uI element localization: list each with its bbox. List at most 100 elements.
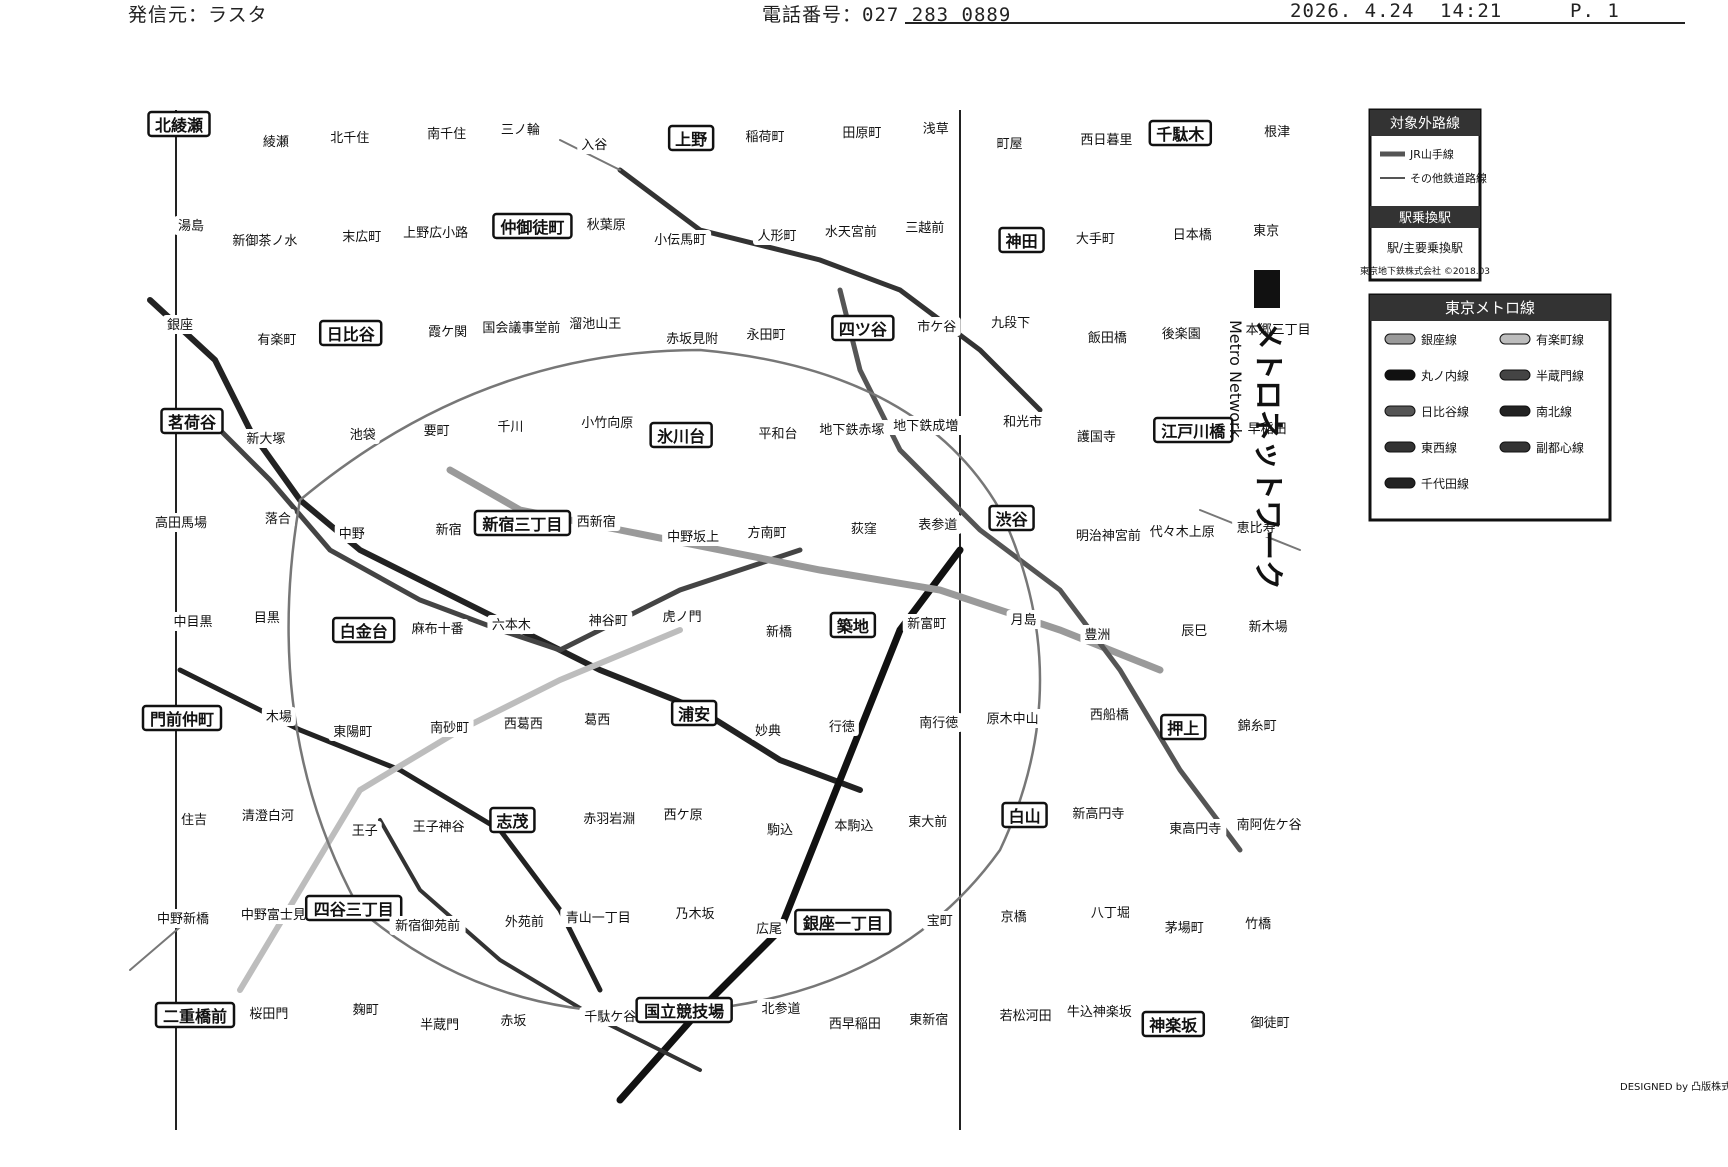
svg-text:和光市: 和光市: [1003, 414, 1042, 430]
station-label: 神田: [998, 226, 1045, 254]
station-label: 明治神宮前: [1070, 526, 1147, 545]
svg-text:目黒: 目黒: [254, 611, 280, 626]
station-label: 方南町: [743, 523, 791, 542]
station-label: 築地: [829, 611, 877, 639]
svg-text:人形町: 人形町: [757, 229, 796, 244]
station-label: 若松河田: [994, 1006, 1057, 1025]
svg-text:青山一丁目: 青山一丁目: [566, 911, 631, 926]
svg-text:新宿三丁目: 新宿三丁目: [482, 515, 562, 534]
station-label: 国会議事堂前: [476, 318, 567, 337]
station-label: 中野: [334, 524, 369, 543]
station-label: 月島: [1006, 610, 1041, 629]
station-label: 押上: [1160, 713, 1207, 741]
svg-text:丸ノ内線: 丸ノ内線: [1421, 368, 1469, 383]
svg-text:桜田門: 桜田門: [249, 1007, 288, 1022]
station-label: 小竹向原: [576, 413, 639, 432]
svg-text:銀座線: 銀座線: [1421, 332, 1457, 347]
station-label: 大手町: [1071, 229, 1120, 248]
svg-text:西早稲田: 西早稲田: [829, 1017, 881, 1032]
svg-text:東高円寺: 東高円寺: [1169, 821, 1221, 837]
svg-text:志茂: 志茂: [496, 812, 528, 831]
line-chiyoda: [207, 417, 803, 653]
station-label: 乃木坂: [671, 904, 720, 923]
station-label: 青山一丁目: [560, 908, 637, 927]
station-label: 新橋: [762, 622, 796, 641]
station-layer: 北綾瀬綾瀬北千住南千住三ノ輪入谷上野稲荷町田原町浅草町屋西日暮里千駄木根津湯島新…: [141, 110, 1317, 1038]
svg-text:茗荷谷: 茗荷谷: [168, 413, 217, 432]
svg-text:麻布十番: 麻布十番: [412, 622, 464, 637]
svg-text:清澄白河: 清澄白河: [242, 808, 294, 824]
fax-header: 発信元：ラスタ 電話番号：027 283 0889 2026. 4.24 14:…: [0, 0, 1728, 30]
station-label: 南砂町: [425, 718, 474, 737]
station-label: 北参道: [757, 999, 805, 1018]
station-label: 末広町: [337, 227, 386, 246]
svg-text:南千住: 南千住: [427, 126, 466, 142]
svg-text:西船橋: 西船橋: [1090, 708, 1129, 723]
station-label: 妙典: [751, 721, 785, 740]
station-label: 竹橋: [1241, 914, 1276, 933]
svg-text:東京: 東京: [1253, 223, 1279, 239]
svg-text:市ケ谷: 市ケ谷: [917, 319, 956, 335]
svg-text:辰巳: 辰巳: [1181, 624, 1207, 639]
svg-text:新御茶ノ水: 新御茶ノ水: [232, 233, 297, 249]
station-label: 千駄木: [1148, 119, 1213, 147]
station-label: 神谷町: [584, 611, 633, 630]
fax-date: 2026. 4.24: [1290, 0, 1415, 22]
station-label: 西葛西: [499, 714, 548, 733]
svg-text:南行徳: 南行徳: [919, 715, 958, 731]
header-rule: [905, 22, 1685, 24]
svg-text:四ツ谷: 四ツ谷: [839, 320, 888, 339]
svg-text:本郷三丁目: 本郷三丁目: [1246, 323, 1311, 338]
station-label: 清澄白河: [236, 806, 299, 825]
station-label: 東陽町: [328, 722, 377, 741]
station-label: 湯島: [174, 216, 208, 235]
svg-text:赤坂: 赤坂: [500, 1014, 526, 1029]
legend-metro-line: 銀座線: [1384, 332, 1457, 347]
svg-text:早稲田: 早稲田: [1248, 422, 1287, 437]
svg-text:三ノ輪: 三ノ輪: [501, 122, 540, 138]
svg-text:本駒込: 本駒込: [834, 819, 873, 834]
svg-text:秋葉原: 秋葉原: [587, 218, 626, 233]
svg-text:赤羽岩淵: 赤羽岩淵: [583, 812, 635, 827]
fax-time: 14:21: [1440, 0, 1503, 22]
svg-text:有楽町: 有楽町: [257, 332, 296, 348]
station-label: 赤羽岩淵: [578, 809, 641, 828]
svg-text:二重橋前: 二重橋前: [163, 1007, 227, 1026]
station-label: 志茂: [489, 806, 536, 834]
station-label: 王子神谷: [407, 817, 470, 836]
station-label: 半蔵門: [415, 1015, 464, 1034]
station-label: 三ノ輪: [496, 120, 545, 139]
map-copyright: 東京地下鉄株式会社 ©2018.03: [1360, 265, 1490, 277]
station-label: 三越前: [900, 218, 949, 237]
station-label: 外苑前: [500, 912, 549, 931]
station-label: 赤坂: [496, 1011, 531, 1030]
svg-text:御徒町: 御徒町: [1251, 1016, 1290, 1031]
station-label: 白山: [1001, 801, 1048, 829]
station-label: 白金台: [331, 616, 396, 644]
svg-text:飯田橋: 飯田橋: [1088, 331, 1127, 346]
station-label: 飯田橋: [1083, 328, 1132, 347]
fax-page: P. 1: [1570, 0, 1620, 22]
svg-text:仲御徒町: 仲御徒町: [500, 218, 564, 237]
svg-text:護国寺: 護国寺: [1077, 429, 1116, 445]
svg-text:三越前: 三越前: [905, 220, 944, 236]
line-ginza: [446, 466, 1164, 674]
line-tozai: [617, 167, 1043, 413]
station-label: 後楽園: [1157, 324, 1206, 343]
station-label: 本郷三丁目: [1240, 320, 1317, 339]
svg-text:銀座一丁目: 銀座一丁目: [803, 914, 883, 933]
station-label: 南阿佐ケ谷: [1231, 815, 1308, 834]
svg-text:錦糸町: 錦糸町: [1238, 718, 1277, 734]
svg-text:王子神谷: 王子神谷: [413, 820, 465, 835]
legend-metro-line: 半蔵門線: [1499, 368, 1584, 383]
svg-text:大手町: 大手町: [1076, 232, 1115, 247]
svg-text:半蔵門線: 半蔵門線: [1536, 368, 1584, 383]
svg-text:千駄木: 千駄木: [1156, 125, 1205, 144]
station-label: 渋谷: [988, 504, 1035, 532]
svg-text:中野富士見町: 中野富士見町: [241, 907, 319, 923]
svg-text:永田町: 永田町: [746, 328, 785, 343]
svg-text:南砂町: 南砂町: [430, 720, 469, 736]
svg-text:六本木: 六本木: [492, 618, 531, 633]
fax-phone: 電話番号：027 283 0889: [762, 4, 1012, 26]
svg-text:水天宮前: 水天宮前: [825, 224, 877, 240]
